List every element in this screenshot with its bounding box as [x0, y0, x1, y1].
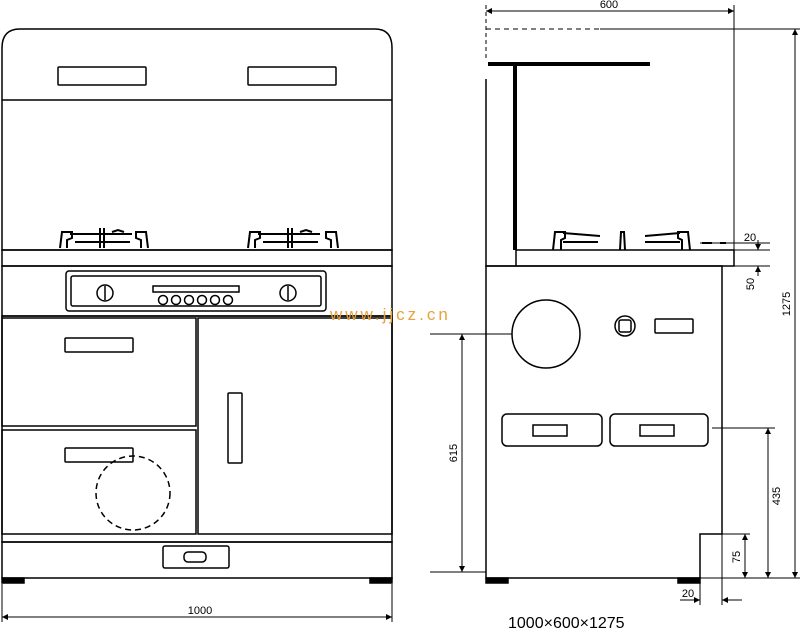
side-drawer-right-handle — [639, 424, 675, 437]
drawer-height-label: 435 — [771, 487, 783, 505]
dimensions-caption: 1000×600×1275 — [508, 615, 625, 630]
side-hood — [485, 79, 515, 267]
side-vent — [654, 318, 694, 334]
side-drawer-left-handle — [532, 424, 568, 437]
display-window — [152, 285, 240, 293]
toe-kick-depth-label: 20 — [682, 588, 694, 600]
side-foot-right — [677, 577, 701, 584]
front-burner-right-icon — [247, 228, 339, 249]
control-panel-outer — [65, 270, 327, 312]
side-porthole — [511, 299, 581, 369]
front-view — [1, 28, 393, 584]
side-height-label: 1275 — [781, 292, 793, 316]
side-depth-label: 600 — [600, 0, 618, 11]
plinth — [1, 541, 393, 579]
front-foot-left — [1, 577, 25, 584]
left-knob-icon — [96, 284, 114, 302]
upper-drawer-handle — [64, 337, 134, 353]
hood-panel — [1, 28, 393, 251]
front-burner-left-icon — [59, 228, 149, 249]
side-door-handle — [227, 392, 243, 464]
side-worktop — [515, 249, 735, 267]
cabinet-height-label: 615 — [448, 444, 460, 462]
hood-vent-right — [247, 66, 337, 86]
side-dimensions — [430, 5, 800, 605]
side-foot-left — [485, 577, 509, 584]
hood-vent-left — [57, 66, 147, 86]
side-view — [485, 62, 735, 584]
front-width-label: 1000 — [188, 605, 212, 617]
right-knob-icon — [279, 284, 297, 302]
toe-kick-height-label: 75 — [731, 551, 743, 563]
top-overhang-label: 20 — [744, 232, 756, 244]
side-body — [485, 265, 723, 579]
hidden-basin-outline — [95, 455, 171, 531]
top-thickness-label: 50 — [745, 278, 757, 290]
side-burner-icon — [552, 231, 726, 251]
control-buttons — [157, 294, 234, 306]
plinth-handle-slot — [183, 551, 207, 563]
plinth-handle — [162, 545, 230, 569]
lower-drawer-handle — [64, 447, 134, 463]
front-foot-right — [369, 577, 393, 584]
front-width-dimension — [1, 584, 393, 622]
lower-cabinet — [1, 315, 393, 543]
control-panel-inner — [70, 275, 322, 307]
watermark-text: www.jjcz.cn — [329, 305, 451, 324]
upper-drawer — [1, 317, 197, 427]
side-door — [197, 317, 393, 535]
side-drawer-right — [609, 413, 709, 447]
side-gas-valve-icon — [614, 315, 636, 337]
cooktop-slab — [1, 249, 393, 267]
lower-drawer — [1, 429, 197, 535]
side-drawer-left — [501, 413, 603, 447]
